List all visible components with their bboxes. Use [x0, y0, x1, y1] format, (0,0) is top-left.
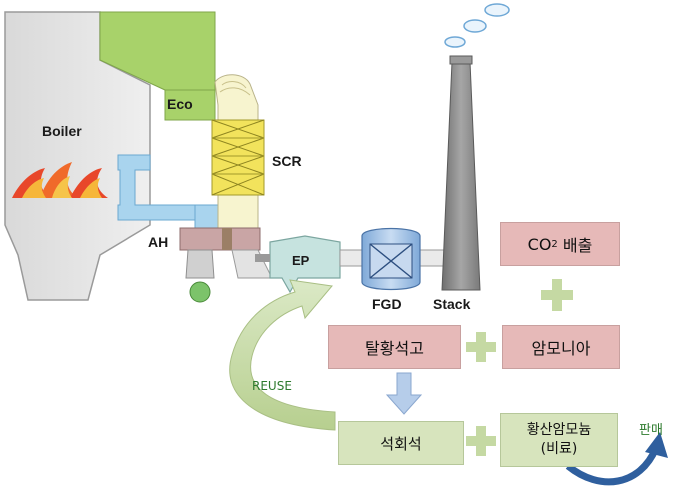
ammonia-label: 암모니아 — [531, 339, 591, 358]
ammonium-sulfate-label: 황산암모늄 (비료) — [526, 422, 592, 457]
limestone-box: 석회석 — [338, 421, 464, 465]
co2-text: CO — [527, 234, 552, 254]
ammonia-box: 암모니아 — [502, 325, 620, 369]
co2-subscript: 2 — [551, 238, 558, 250]
eco-label: Eco — [167, 96, 193, 112]
fgd-unit — [361, 227, 421, 291]
plus-icon — [466, 332, 496, 362]
air-heater-unit — [179, 227, 273, 303]
ep-unit — [255, 235, 341, 294]
reuse-label: REUSE — [252, 379, 292, 393]
fgd-label: FGD — [372, 296, 402, 312]
economizer-unit — [99, 11, 216, 121]
stack-unit — [441, 55, 481, 291]
stack-label: Stack — [433, 296, 471, 312]
gypsum-label: 탈황석고 — [365, 339, 424, 358]
plus-icon — [466, 426, 496, 456]
flame-icon — [12, 162, 108, 198]
flue-gas-duct — [339, 249, 449, 267]
boiler-label: Boiler — [42, 123, 82, 139]
boiler-unit — [4, 11, 151, 301]
scr-label: SCR — [272, 153, 302, 169]
ah-label: AH — [148, 234, 169, 250]
smoke-icon — [444, 3, 510, 48]
scr-unit — [211, 74, 265, 231]
reuse-arrow — [229, 279, 336, 431]
co2-tail: 배출 — [557, 236, 593, 255]
gypsum-box: 탈황석고 — [328, 325, 461, 369]
flue-duct — [117, 154, 226, 231]
down-arrow — [385, 372, 423, 415]
ep-label: EP — [292, 253, 310, 268]
sale-label: 판매 — [639, 423, 663, 438]
sale-arrow — [565, 432, 668, 486]
ammonium-sulfate-box: 황산암모늄 (비료) — [500, 413, 618, 467]
plus-icon — [541, 279, 573, 311]
limestone-label: 석회석 — [380, 434, 422, 453]
